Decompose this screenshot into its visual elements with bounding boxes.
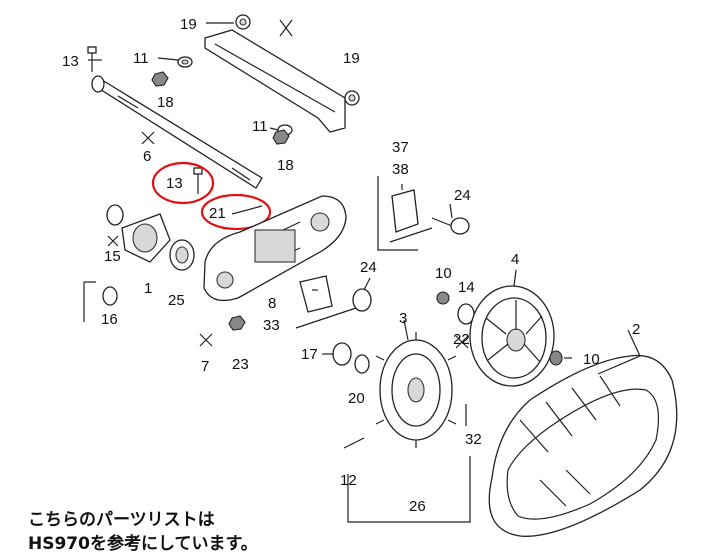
- washer-11-a: [177, 56, 193, 68]
- bracket-37-38: [377, 176, 470, 251]
- label-12: 12: [340, 472, 357, 489]
- label-11b: 11: [252, 118, 268, 135]
- label-37: 37: [392, 139, 409, 156]
- label-38: 38: [392, 161, 409, 178]
- label-18b: 18: [277, 157, 294, 174]
- label-16: 16: [101, 311, 118, 328]
- frame-line-26: [347, 456, 471, 523]
- crawler-track-2: [488, 354, 678, 537]
- label-19a: 19: [180, 16, 197, 33]
- label-24b: 24: [360, 259, 377, 276]
- label-1: 1: [144, 280, 152, 297]
- reference-note-line2: HS970を参考にしています。: [28, 534, 258, 554]
- label-4: 4: [511, 251, 519, 268]
- label-10b: 10: [583, 351, 600, 368]
- label-32: 32: [465, 431, 482, 448]
- axle-bracket-8: [295, 275, 372, 329]
- reference-note-line1: こちらのパーツリストは: [28, 510, 215, 530]
- shaft: [91, 75, 263, 189]
- label-24a: 24: [454, 187, 471, 204]
- label-33: 33: [263, 317, 280, 334]
- label-17: 17: [301, 346, 318, 363]
- label-13a: 13: [62, 53, 79, 70]
- label-8: 8: [268, 295, 276, 312]
- label-23: 23: [232, 356, 249, 373]
- label-22: 22: [453, 331, 470, 348]
- label-3: 3: [399, 310, 407, 327]
- label-25: 25: [168, 292, 185, 309]
- collar-17: [332, 342, 352, 366]
- label-13b: 13: [166, 175, 183, 192]
- label-14: 14: [458, 279, 475, 296]
- label-21: 21: [209, 205, 226, 222]
- nut-23: [228, 315, 246, 331]
- chain-case: [199, 195, 347, 347]
- label-18a: 18: [157, 94, 174, 111]
- upper-bracket: [204, 14, 360, 133]
- bracket-16: [83, 281, 118, 322]
- label-15: 15: [104, 248, 121, 265]
- label-19b: 19: [343, 50, 360, 67]
- washer-20: [354, 354, 370, 374]
- washer-10-a: [436, 291, 450, 305]
- label-11a: 11: [133, 50, 149, 67]
- nut-18-b: [272, 129, 290, 145]
- bolt-13-highlighted: [151, 161, 215, 205]
- wheel-4: [455, 285, 555, 387]
- label-6: 6: [143, 148, 151, 165]
- label-10a: 10: [435, 265, 452, 282]
- label-26: 26: [409, 498, 426, 515]
- bearing-25: [169, 239, 195, 271]
- label-20: 20: [348, 390, 365, 407]
- washer-10-b: [549, 350, 563, 366]
- nut-18-a: [151, 71, 169, 87]
- label-7: 7: [201, 358, 209, 375]
- bearing-housing-1: [106, 204, 171, 263]
- bolt-12: [343, 437, 365, 449]
- leader-lines: [88, 22, 641, 359]
- callout-labels: 19 19 13 11 18 11 18 6 13 21 37 38 24 15…: [62, 16, 640, 515]
- bolt-13-top: [87, 46, 97, 72]
- reference-note: こちらのパーツリストは HS970を参考にしています。: [28, 508, 258, 556]
- sprocket-3: [375, 332, 457, 448]
- pin-21-highlighted: [200, 193, 272, 231]
- label-2: 2: [632, 321, 640, 338]
